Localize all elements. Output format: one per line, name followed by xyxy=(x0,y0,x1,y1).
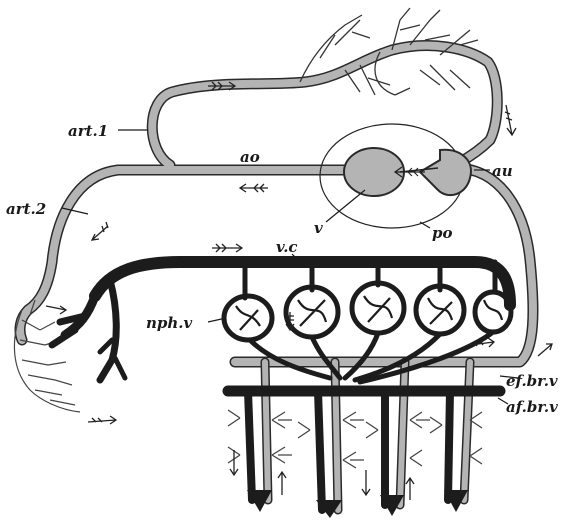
heart-region xyxy=(320,124,471,228)
label-vc: v.c xyxy=(276,238,298,256)
label-po: po xyxy=(432,224,453,242)
label-v: v xyxy=(314,219,323,237)
label-afbrv: af.br.v xyxy=(506,398,558,416)
nephridial-loops xyxy=(224,283,511,340)
label-art2: art.2 xyxy=(6,200,46,218)
label-ao: ao xyxy=(240,148,260,166)
label-au: au xyxy=(492,162,513,180)
gill-filaments xyxy=(265,362,470,510)
auricle xyxy=(420,150,471,195)
label-art1: art.1 xyxy=(68,122,108,140)
label-efbrv: ef.br.v xyxy=(506,372,558,390)
label-nphv: nph.v xyxy=(146,314,193,332)
